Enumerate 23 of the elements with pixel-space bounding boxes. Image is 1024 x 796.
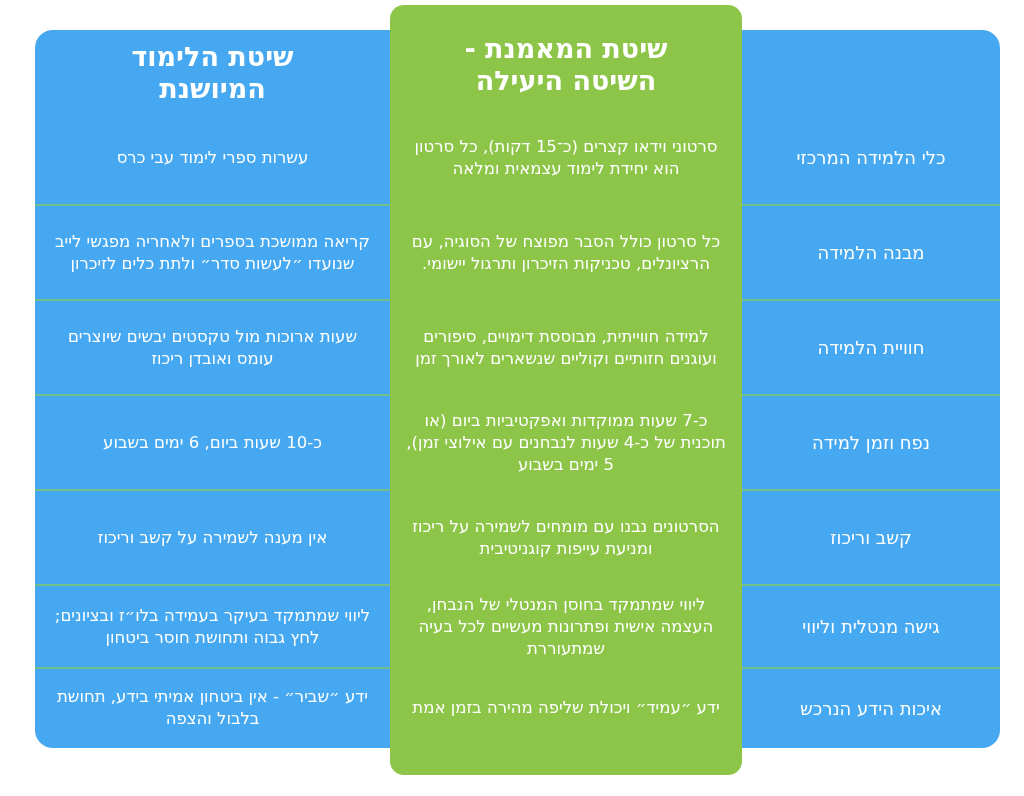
row-heading: כלי הלמידה המרכזי [796, 147, 946, 168]
table-cell-text: ליווי שמתמקד בחוסן המנטלי של הנבחן, העצמה אישית ופתרונות מעשיים לכל בעיה שמתעוררת [417, 593, 715, 660]
column-heading: שיטת הלימוד המיושנת [130, 41, 295, 105]
row-heading: קשב וריכוז [830, 527, 912, 548]
table-cell-text: ליווי שמתמקד בעיקר בעמידה בלו״ז ובציונים; לחץ גבוה ותחושת חוסר ביטחון [53, 604, 372, 649]
row-heading: גישה מנטלית וליווי [802, 616, 940, 637]
table-cell: כ-7 שעות ממוקדות ואפקטיביות ביום (או תוכנית של כ-4 שעות לנבחנים עם אילוצי זמן), 5 ימים בשבוע [406, 409, 726, 476]
table-cell-text: סרטוני וידאו קצרים (כ־15 דקות), כל סרטון הוא יחידת לימוד עצמאית ומלאה [413, 135, 719, 180]
table-cell: אין מענה לשמירה על קשב וריכוז [97, 526, 328, 549]
table-cell: עשרות ספרי לימוד עבי כרס [116, 146, 309, 169]
column-heading: שיטת המאמנת - השיטה היעילה [463, 33, 669, 97]
row-heading: מבנה הלמידה [817, 242, 925, 263]
table-cell: ידע ״עמיד״ ויכולת שליפה מהירה בזמן אמת [412, 697, 720, 719]
row-heading: נפח וזמן למידה [812, 432, 930, 453]
row-heading: איכות הידע הנרכש [800, 697, 942, 719]
table-cell-text: שעות ארוכות מול טקסטים יבשים שיוצרים עומס ואובדן ריכוז [66, 325, 359, 370]
row-heading: חוויית הלמידה [817, 337, 925, 358]
table-cell-text: כל סרטון כולל הסבר מפוצח של הסוגיה, עם הרציונלים, טכניקות הזיכרון ותרגול יישומי. [410, 230, 722, 275]
table-cell-text: ידע ״שביר״ - אין ביטחון אמיתי בידע, תחושת בלבול והצפה [55, 686, 369, 730]
table-cell-text: למידה חווייתית, מבוססת דימויים, סיפורים ועוגנים חזותיים וקוליים שנשארים לאורך זמן [414, 325, 718, 370]
table-cell-text: הסרטונים נבנו עם מומחים לשמירה על ריכוז ומניעת עייפות קוגניטיבית [411, 515, 721, 560]
table-cell: כ-10 שעות ביום, 6 ימים בשבוע [103, 431, 322, 454]
table-cell-text: קריאה ממושכת בספרים ולאחריה מפגשי לייב שנועדו ״לעשות סדר״ ולתת כלים לזיכרון [54, 230, 371, 275]
